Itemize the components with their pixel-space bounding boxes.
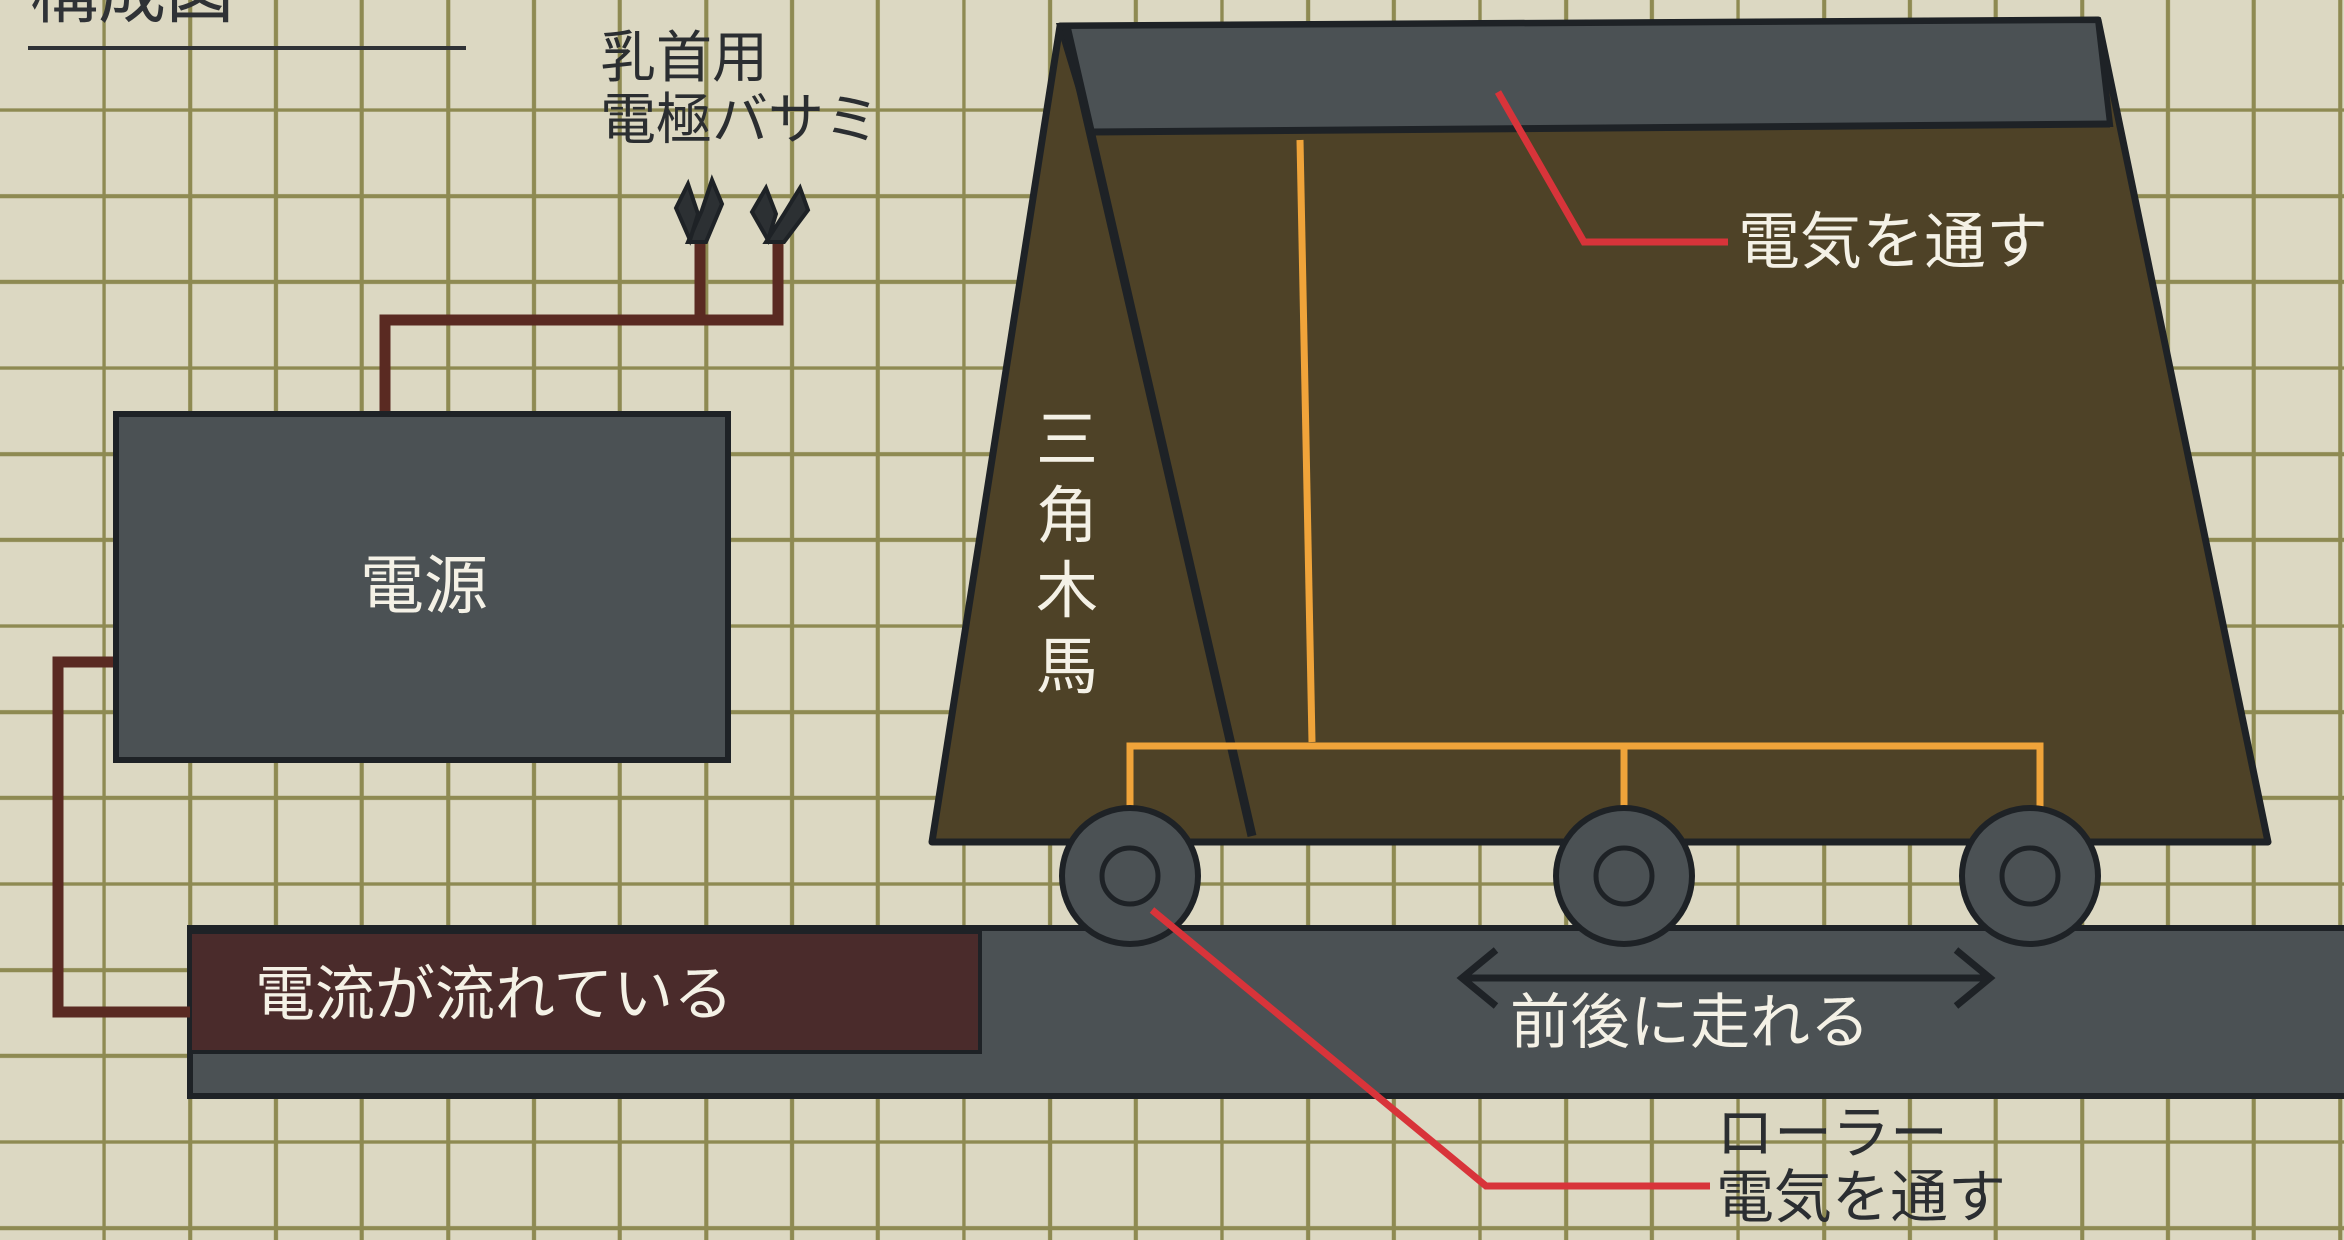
roller-label-line2: 電気を通す (1716, 1162, 2007, 1231)
double-arrow-icon (1456, 947, 1996, 1009)
power-supply-box (113, 411, 731, 763)
nipple-clip-left-icon (673, 174, 725, 246)
power-supply-label: 電源 (360, 550, 488, 624)
triangle-horse-label: 三角木馬 (1035, 403, 1098, 703)
leader-line-roller (1149, 907, 1710, 1190)
roller-front (1059, 805, 1201, 947)
horse-front-edge (1061, 24, 1257, 838)
clip-wire-branch (700, 240, 784, 326)
current-flowing-label: 電流が流れている (255, 960, 734, 1030)
horse-top-edge-line (1091, 120, 2111, 136)
roller-label: ローラー 電気を通す (1716, 1099, 2007, 1231)
internal-conductor-vertical (1296, 139, 1316, 743)
diagram-title: 構成図 (30, 0, 234, 33)
electrified-rail-segment (188, 930, 982, 1054)
roller-middle (1553, 805, 1695, 947)
moves-back-forth-label: 前後に走れる (1510, 988, 1870, 1058)
internal-conductor-bus (1126, 742, 2044, 810)
clip-wire (379, 240, 706, 416)
roller-rear (1959, 805, 2101, 947)
horse-body (928, 16, 2272, 846)
horse-top-plate (1055, 16, 2114, 136)
conducts-top-label: 電気を通す (1738, 205, 2049, 278)
nipple-clips-label-line1: 乳首用 (600, 26, 768, 91)
leader-line-top (1494, 90, 1728, 246)
roller-label-line1: ローラー (1716, 1099, 1949, 1167)
nipple-clips-label: 乳首用 電極バサミ (600, 28, 880, 151)
nipple-clip-right-icon (749, 183, 811, 246)
rail-wire (52, 656, 190, 1018)
title-underline (28, 46, 466, 50)
nipple-clips-label-line2: 電極バサミ (600, 87, 880, 153)
